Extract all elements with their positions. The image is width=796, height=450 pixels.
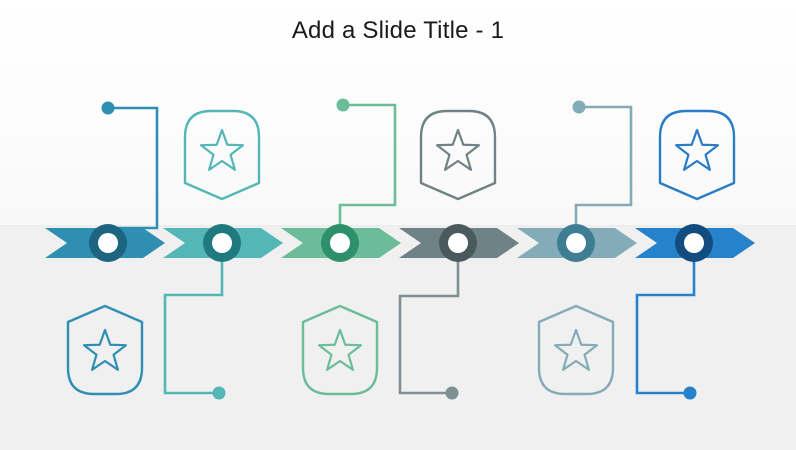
step-1-connector-line <box>106 106 159 243</box>
step-5-shield-outline <box>537 304 615 396</box>
chevrons-layer <box>45 228 755 258</box>
step-1-connector-dot <box>101 101 115 115</box>
step-1-shield-outline <box>66 304 144 396</box>
step-2-milestone-ring[interactable] <box>203 224 241 262</box>
step-1-shield[interactable] <box>66 304 144 396</box>
step-2-connector-line <box>163 258 224 395</box>
step-5-star-icon <box>553 328 599 371</box>
step-6-shield-outline <box>658 109 736 201</box>
step-3-shield[interactable] <box>301 304 379 396</box>
slide-lower-band <box>0 225 796 450</box>
step-2-shield[interactable] <box>183 109 261 201</box>
step-3-star-icon <box>317 328 363 371</box>
step-6-shield[interactable] <box>658 109 736 201</box>
step-6-milestone-ring[interactable] <box>675 224 713 262</box>
slide-upper-background <box>0 0 796 225</box>
step-4-milestone-ring[interactable] <box>439 224 477 262</box>
step-4-shield[interactable] <box>419 109 497 201</box>
step-4-shield-outline <box>419 109 497 201</box>
step-4-star-icon <box>435 128 481 171</box>
step-5-milestone-ring[interactable] <box>557 224 595 262</box>
step-6-connector-dot <box>683 386 697 400</box>
step-6-star-icon <box>674 128 720 171</box>
step-6-ring-inner <box>684 233 704 253</box>
page-title[interactable]: Add a Slide Title - 1 <box>291 17 505 44</box>
step-6-connector-line <box>635 258 696 395</box>
shields-layer <box>66 109 736 396</box>
step-4-connector-line <box>398 258 460 395</box>
step-2-ring-inner <box>212 233 232 253</box>
step-5-connector-line <box>574 105 633 243</box>
step-1-ring-inner <box>98 233 118 253</box>
step-3-milestone-ring[interactable] <box>321 224 359 262</box>
step-4-connector-dot <box>445 386 459 400</box>
step-3-ring-inner <box>330 233 350 253</box>
rings-layer <box>89 224 713 262</box>
step-5-connector-dot <box>572 100 586 114</box>
step-1-star-icon <box>82 328 128 371</box>
step-2-connector-dot <box>212 386 226 400</box>
step-3-connector-dot <box>336 98 350 112</box>
step-1-milestone-ring[interactable] <box>89 224 127 262</box>
step-4-ring-inner <box>448 233 468 253</box>
step-2-shield-outline <box>183 109 261 201</box>
step-5-ring-inner <box>566 233 586 253</box>
step-3-shield-outline <box>301 304 379 396</box>
step-2-star-icon <box>199 128 245 171</box>
step-3-connector-line <box>338 103 397 243</box>
step-5-shield[interactable] <box>537 304 615 396</box>
